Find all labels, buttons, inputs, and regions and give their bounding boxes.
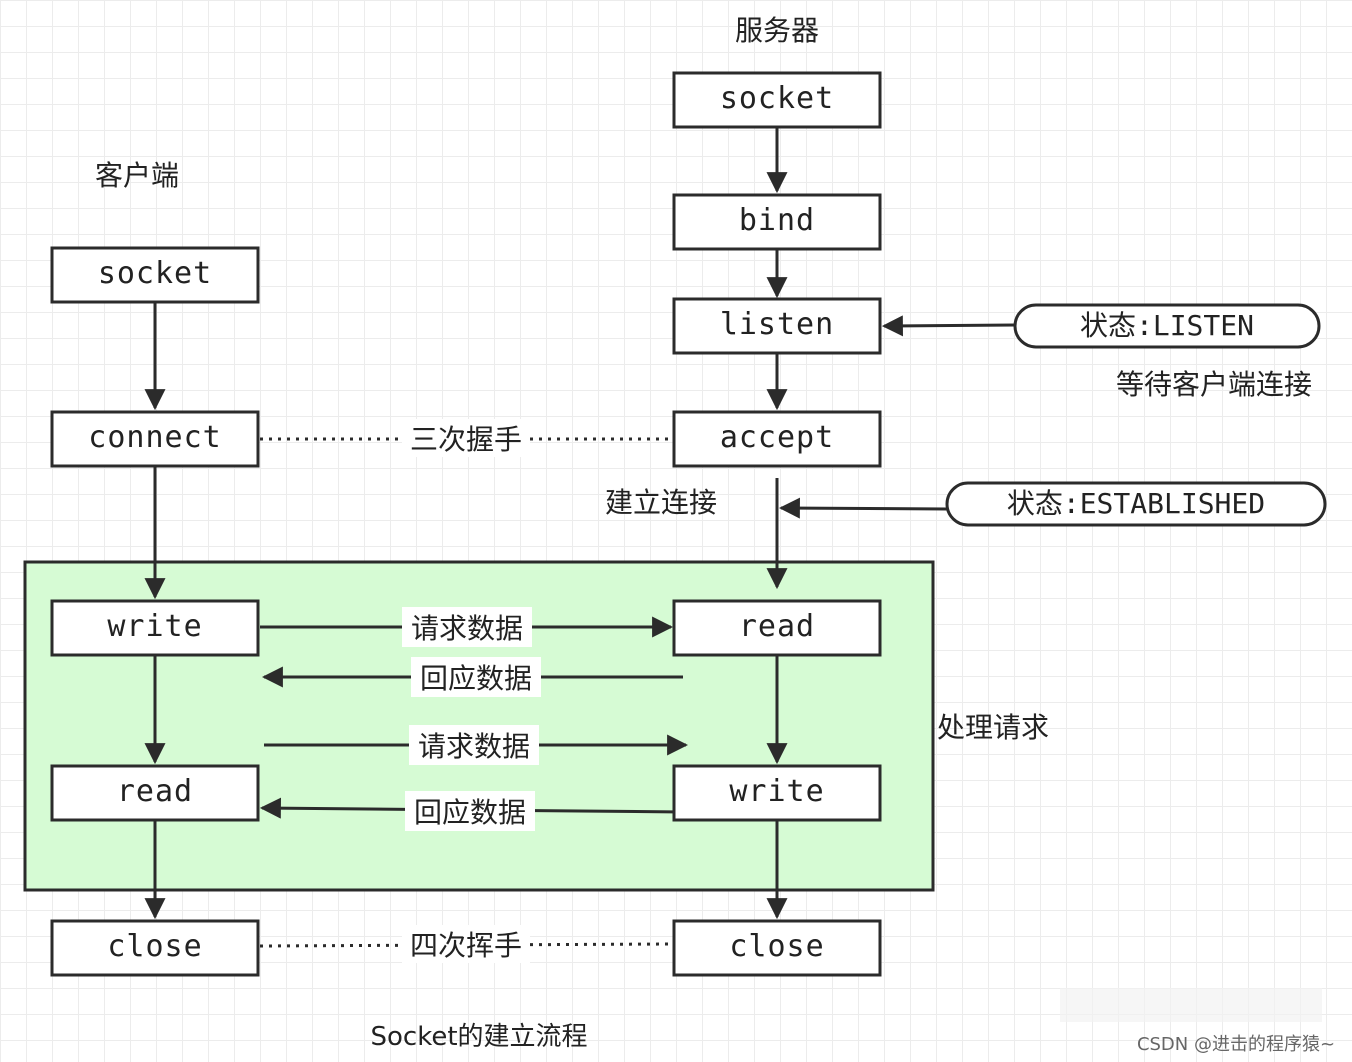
request1-label-bg (402, 607, 532, 647)
wave-label: 四次挥手 (410, 929, 522, 962)
watermark-blur (1060, 988, 1322, 1022)
server-listen-box: listen (672, 297, 882, 355)
client-read-label: read (117, 774, 193, 809)
client-socket-box: socket (50, 246, 260, 304)
wave-label-bg (402, 925, 530, 963)
server-close-label: close (729, 929, 824, 964)
request2-label: 请求数据 (418, 730, 530, 763)
request2-label-bg (409, 725, 539, 765)
established-state-pill: 状态:ESTABLISHED (945, 481, 1327, 527)
server-socket-label: socket (720, 81, 834, 116)
client-close-label: close (107, 929, 202, 964)
server-accept-label: accept (720, 420, 834, 455)
watermark-text: CSDN @进击的程序猿~ (1137, 1034, 1335, 1055)
server-read-label: read (739, 609, 815, 644)
server-write-box: write (672, 764, 882, 822)
response2-label-bg (405, 791, 535, 831)
server-read-box: read (672, 599, 882, 657)
server-listen-label: listen (720, 307, 834, 342)
server-write-label: write (729, 774, 824, 809)
response1-label-bg (411, 657, 541, 697)
server-bind-box: bind (672, 193, 882, 251)
client-close-box: close (50, 919, 260, 977)
server-socket-box: socket (672, 71, 882, 129)
client-write-label: write (107, 609, 202, 644)
server-bind-label: bind (739, 203, 815, 238)
client-write-box: write (50, 599, 260, 657)
diagram-caption: Socket的建立流程 (370, 1022, 587, 1052)
client-read-box: read (50, 764, 260, 822)
client-socket-label: socket (98, 256, 212, 291)
listen-state-pill: 状态:LISTEN (1013, 303, 1321, 349)
established-state-label: 状态:ESTABLISHED (1007, 487, 1265, 520)
arrow-listen-state (881, 315, 1016, 337)
response2-label: 回应数据 (414, 796, 526, 829)
handshake-label-bg (402, 419, 530, 457)
handshake-label: 三次握手 (410, 423, 522, 456)
client-connect-label: connect (88, 420, 221, 455)
server-title: 服务器 (735, 14, 819, 47)
established-label: 建立连接 (605, 486, 717, 519)
client-connect-box: connect (50, 410, 260, 468)
request1-label: 请求数据 (411, 612, 523, 645)
response1-label: 回应数据 (420, 662, 532, 695)
client-title: 客户端 (95, 159, 179, 192)
server-accept-box: accept (672, 410, 882, 468)
listen-state-label: 状态:LISTEN (1080, 309, 1254, 342)
server-close-box: close (672, 919, 882, 977)
process-label: 处理请求 (937, 711, 1049, 744)
listen-note: 等待客户端连接 (1116, 368, 1312, 401)
arrow-established-state (778, 497, 948, 519)
